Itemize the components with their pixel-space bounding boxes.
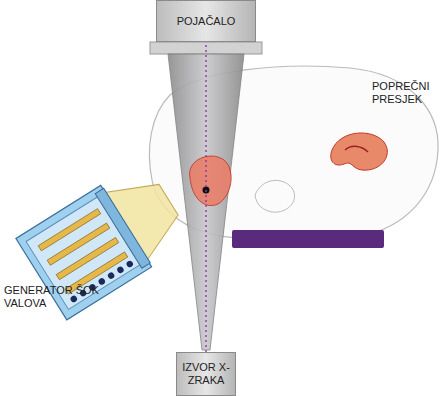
generator-label: GENERATOR ŠOK VALOVA xyxy=(4,284,104,309)
kidney xyxy=(331,133,388,170)
patient-table xyxy=(232,230,384,248)
beam-axis xyxy=(205,42,206,352)
x-ray-source: IZVOR X-ZRAKA xyxy=(176,352,236,396)
node-label: POJAČALO xyxy=(177,15,236,28)
spine xyxy=(255,180,295,212)
node-label: IZVOR X-ZRAKA xyxy=(182,361,230,386)
section-label: POPREČNI PRESJEK xyxy=(372,80,438,105)
intensifier-flange xyxy=(150,42,262,54)
image-intensifier: POJAČALO xyxy=(156,0,256,42)
kidney xyxy=(190,156,232,206)
